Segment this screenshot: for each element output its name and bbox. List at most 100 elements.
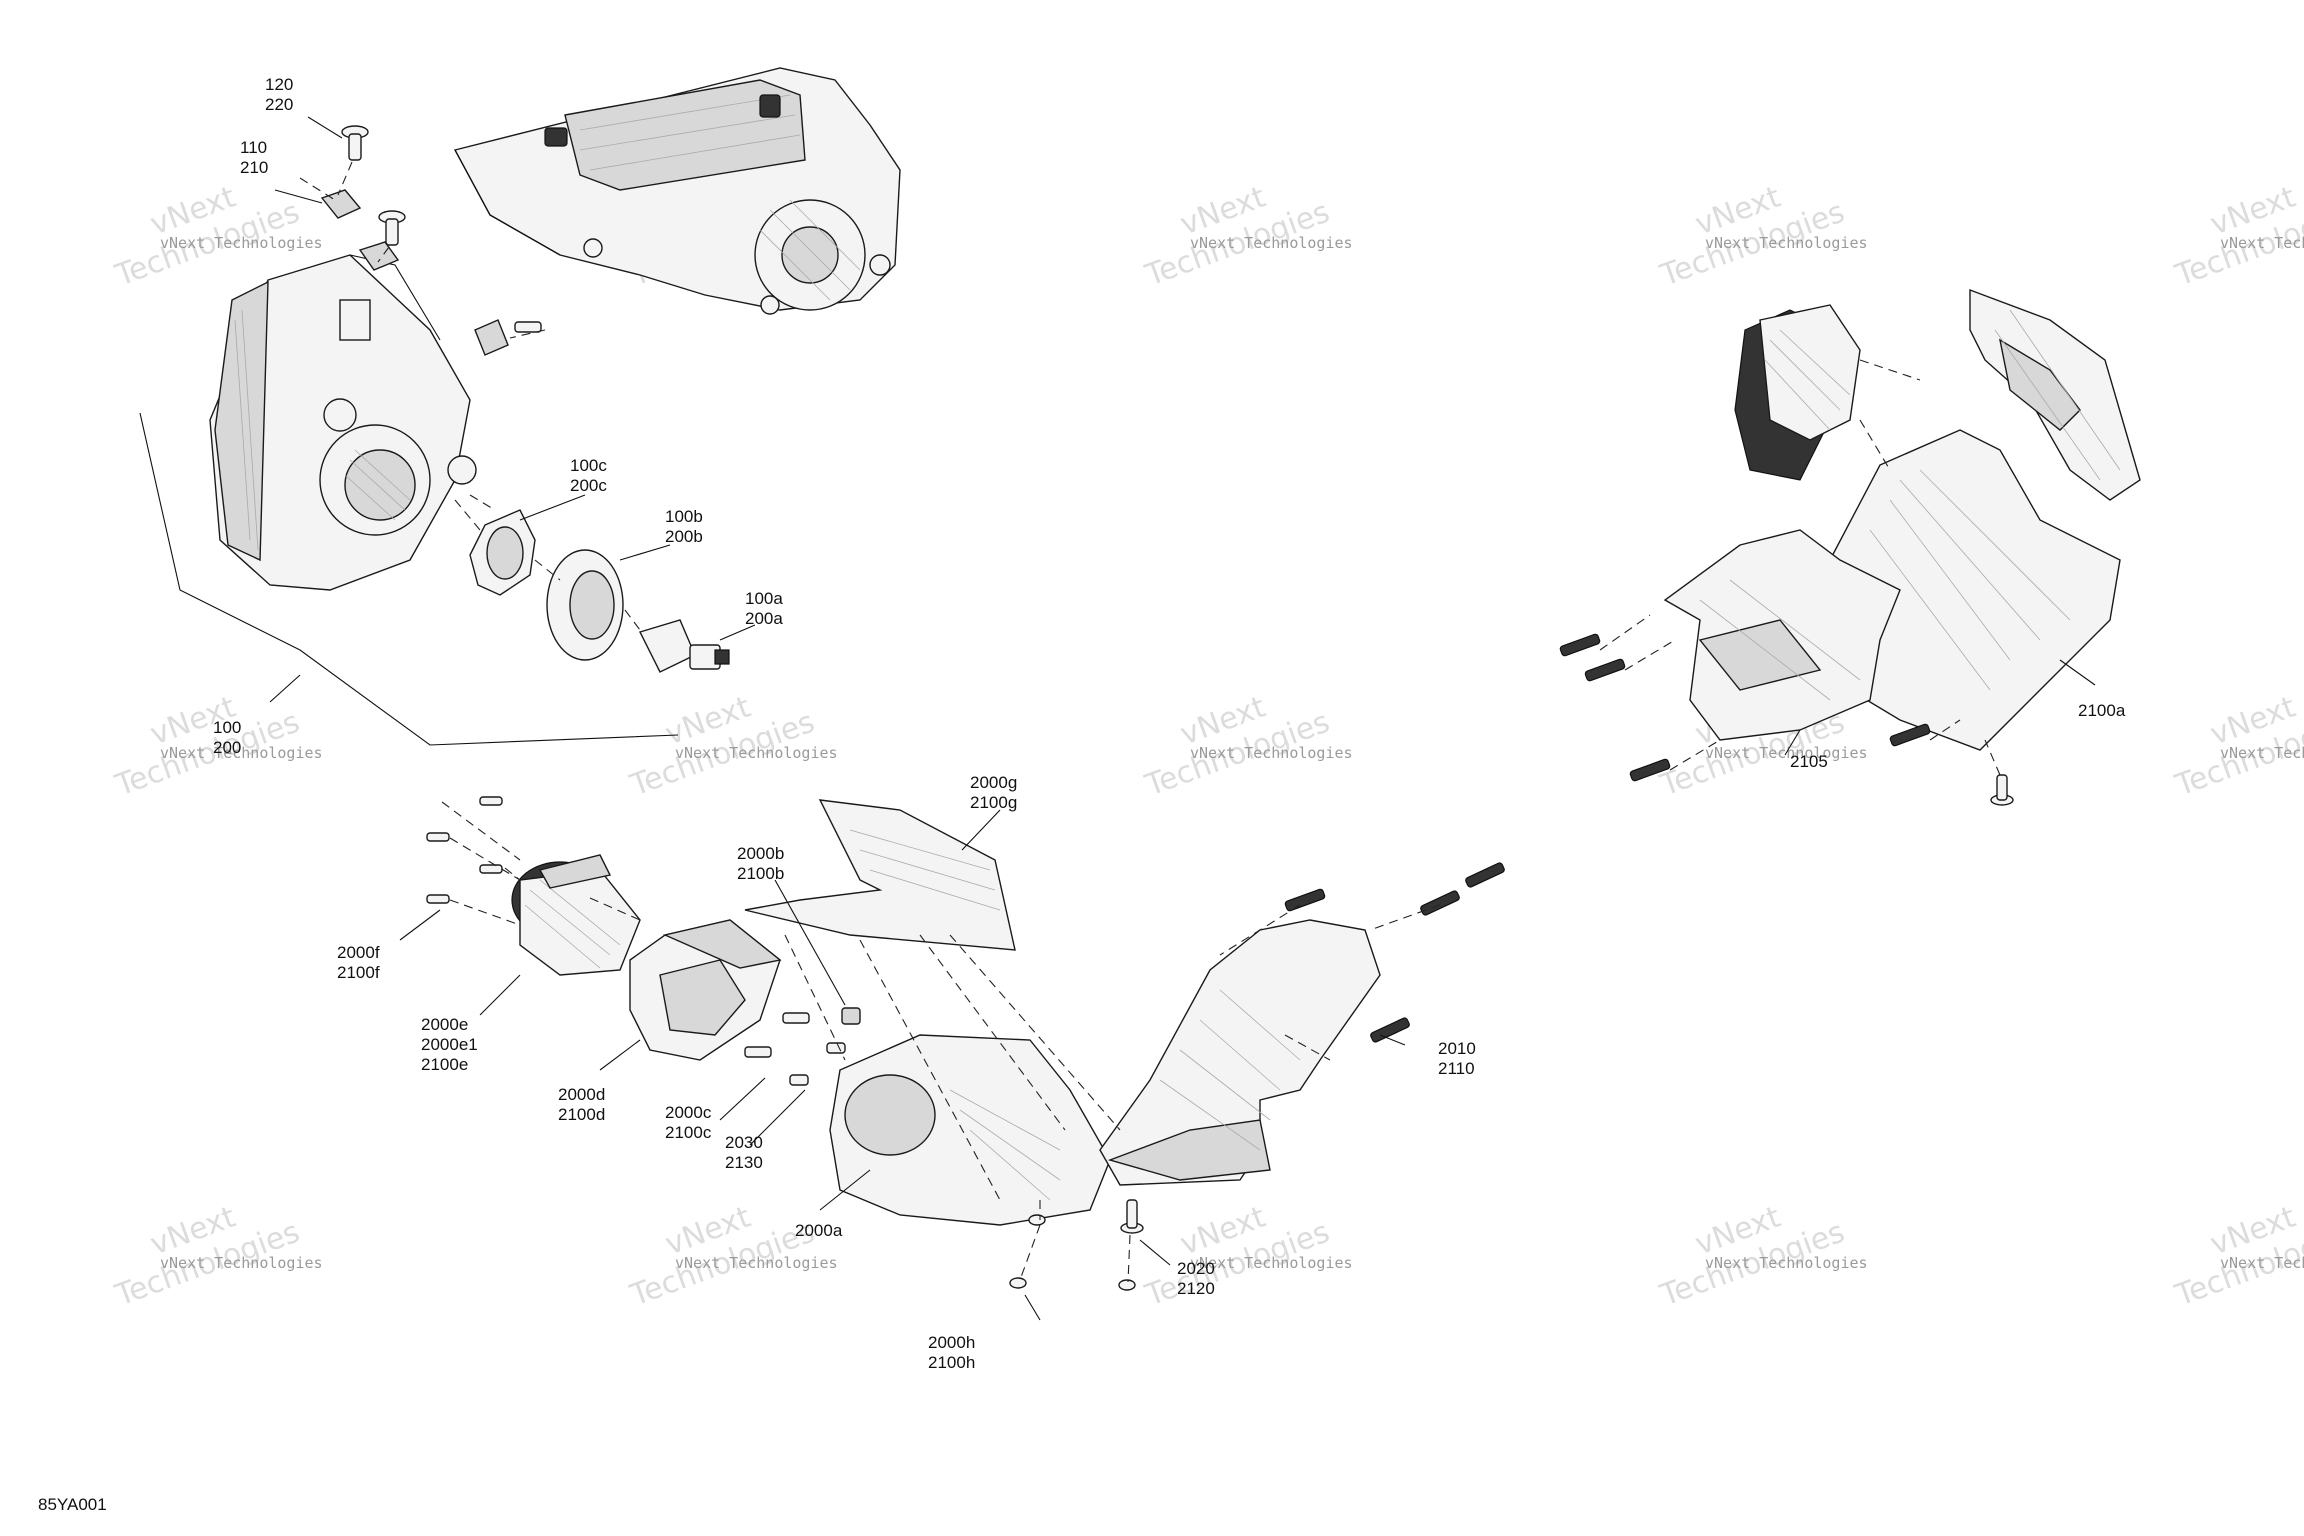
screw-2020 — [1120, 1199, 1144, 1234]
watermark-small-text: vNext Technologies — [2220, 234, 2304, 252]
bracket-2010 — [1099, 919, 1381, 1186]
callout-text-2020: 2020 — [1177, 1259, 1215, 1278]
callout-2000f-2100f: 2000f 2100f — [337, 943, 380, 982]
callout-2000g-2100g: 2000g 2100g — [970, 773, 1017, 812]
callout-text-110: 110 — [240, 138, 267, 157]
retaining-ring-100c — [469, 509, 536, 596]
clip-110 — [320, 189, 362, 219]
watermark-small-text: vNext Technologies — [1190, 234, 1353, 252]
callout-text-100c: 100c — [570, 456, 607, 475]
deflector-right — [1969, 288, 2141, 501]
callout-text-2000f: 2000f — [337, 943, 380, 962]
callout-110-210: 110 210 — [240, 138, 268, 177]
callout-text-200: 200 — [213, 738, 241, 757]
watermark-small-text: vNext Technologies — [675, 1254, 838, 1272]
callout-100a-200a: 100a 200a — [745, 589, 783, 628]
clip-side — [474, 319, 542, 356]
bulb-socket-100b — [546, 549, 624, 661]
callout-100b-200b: 100b 200b — [665, 507, 703, 546]
callout-text-2000d: 2000d — [558, 1085, 605, 1104]
callout-2100a: 2100a — [2078, 701, 2126, 720]
screws-2000f — [426, 796, 503, 904]
screws-right — [1559, 633, 2014, 806]
callout-text-2000a: 2000a — [795, 1221, 843, 1240]
callout-text-2110: 2110 — [1438, 1059, 1475, 1078]
callout-2010-2110: 2010 2110 — [1438, 1039, 1476, 1078]
callout-text-2030: 2030 — [725, 1133, 763, 1152]
pins-2000c — [744, 1012, 846, 1086]
watermark-small-text: vNext Technologies — [675, 744, 838, 762]
grommet-2000b — [841, 1007, 861, 1025]
watermark-small-text: vNext Technologies — [1705, 234, 1868, 252]
fog-lamp-2000e — [511, 854, 641, 976]
callout-text-2100c: 2100c — [665, 1123, 712, 1142]
callout-text-220: 220 — [265, 95, 293, 114]
callout-2020-2120: 2020 2120 — [1177, 1259, 1215, 1298]
callout-text-2100b: 2100b — [737, 864, 784, 883]
wind-deflector-2000g — [744, 799, 1016, 951]
callout-text-210: 210 — [240, 158, 268, 177]
housing-2000a — [829, 1034, 1111, 1226]
bulb-100a — [639, 619, 730, 673]
callout-100c-200c: 100c 200c — [570, 456, 607, 495]
fog-lamp-housing-2000d — [629, 919, 782, 1061]
callout-text-100: 100 — [213, 718, 241, 737]
group-100-bracket — [139, 412, 679, 746]
watermark-small-text: vNext Technologies — [1190, 744, 1353, 762]
callout-text-200b: 200b — [665, 527, 703, 546]
callout-text-2010: 2010 — [1438, 1039, 1476, 1058]
callout-text-100b: 100b — [665, 507, 703, 526]
watermark-small-text: vNext Technologies — [2220, 744, 2304, 762]
callout-2000c-2100c: 2000c 2100c — [665, 1103, 712, 1142]
callout-text-200c: 200c — [570, 476, 607, 495]
headlight-assembly-front-view — [209, 254, 477, 591]
callout-text-2000g: 2000g — [970, 773, 1017, 792]
screw-120 — [341, 125, 369, 161]
callout-text-2000e1: 2000e1 — [421, 1035, 478, 1054]
callout-text-2105: 2105 — [1790, 752, 1828, 771]
watermark-small-text: vNext Technologies — [1705, 1254, 1868, 1272]
callout-text-200a: 200a — [745, 609, 783, 628]
callout-text-2120: 2120 — [1177, 1279, 1215, 1298]
callout-text-2100a: 2100a — [2078, 701, 2126, 720]
watermark-small-text: vNext Technologies — [2220, 1254, 2304, 1272]
watermark-small-text: vNext Technologies — [160, 234, 323, 252]
callout-text-2100h: 2100h — [928, 1353, 975, 1372]
callout-2105: 2105 — [1790, 752, 1828, 771]
callout-2030-2130: 2030 2130 — [725, 1133, 763, 1172]
watermark-small-text: vNext Technologies — [160, 1254, 323, 1272]
fog-lamp-right — [1734, 304, 1861, 481]
screws-2000h — [1009, 1214, 1136, 1291]
callout-2000d-2100d: 2000d 2100d — [558, 1085, 605, 1124]
callout-text-2100f: 2100f — [337, 963, 380, 982]
callout-text-2130: 2130 — [725, 1153, 763, 1172]
callout-120-220: 120 220 — [265, 75, 293, 114]
callout-text-120: 120 — [265, 75, 293, 94]
callout-text-2000h: 2000h — [928, 1333, 975, 1352]
callout-text-2000e: 2000e — [421, 1015, 468, 1034]
callout-100-200: 100 200 — [213, 718, 241, 757]
callout-2000h-2100h: 2000h 2100h — [928, 1333, 975, 1372]
watermark-small-text: vNext Technologies — [160, 744, 323, 762]
callout-text-2000b: 2000b — [737, 844, 784, 863]
callout-text-2100d: 2100d — [558, 1105, 605, 1124]
headlight-assembly-rear-view — [453, 67, 901, 315]
diagram-id: 85YA001 — [38, 1495, 107, 1514]
callout-2000b-2100b: 2000b 2100b — [737, 844, 784, 883]
watermark-small-text: vNext Technologies — [1190, 1254, 1353, 1272]
callout-2000e-2100e: 2000e 2000e1 2100e — [421, 1015, 478, 1074]
callout-text-2100e: 2100e — [421, 1055, 468, 1074]
